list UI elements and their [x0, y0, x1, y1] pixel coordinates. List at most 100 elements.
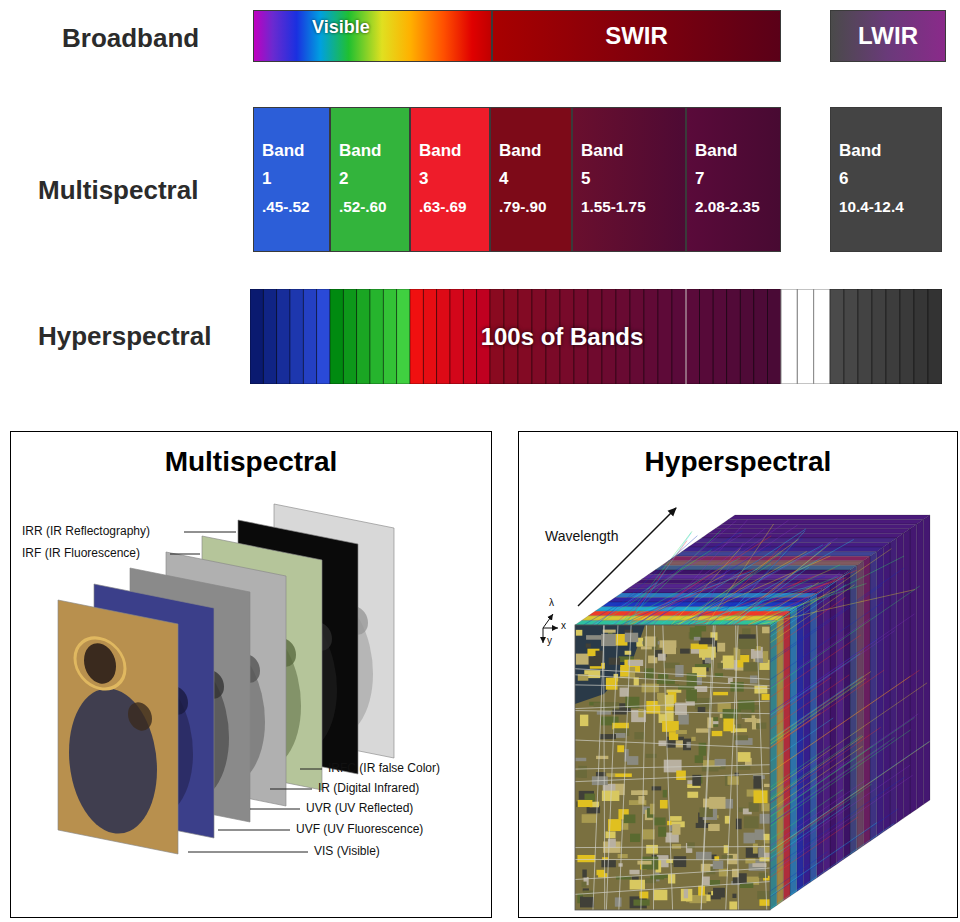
cube-streak: [770, 683, 927, 791]
land-patch: [764, 784, 770, 787]
land-patch: [624, 814, 636, 823]
leader-lines: [170, 532, 322, 852]
spectral-stripe: [263, 289, 276, 384]
land-patch: [713, 721, 718, 724]
cube-side-slice: [850, 565, 857, 855]
cube-side-slice: [837, 575, 844, 865]
land-patch: [638, 791, 648, 795]
cube-side-slice: [770, 620, 777, 910]
spectral-stripe: [290, 289, 303, 384]
cube-streak: [770, 676, 863, 740]
panel-title: Hyperspectral: [519, 446, 957, 478]
land-patch: [723, 709, 738, 719]
land-patch: [658, 674, 668, 679]
land-patch: [686, 689, 697, 701]
land-patch: [712, 717, 718, 727]
band-box: Band 2.52-.60: [330, 107, 410, 252]
land-patch: [580, 715, 588, 726]
cube-streak: [636, 520, 788, 625]
band-range: 10.4-12.4: [839, 193, 941, 221]
land-patch: [625, 633, 638, 642]
spectral-stripe: [754, 289, 768, 384]
land-patch: [615, 773, 632, 777]
band-name: Band 5: [581, 137, 631, 193]
cube-side-slice: [783, 611, 790, 901]
land-patch: [722, 855, 733, 858]
cube-streak: [770, 765, 910, 861]
cube-streak: [770, 777, 905, 870]
cube-streak: [770, 714, 819, 748]
spectrum-bar: SWIR: [492, 10, 781, 62]
spectral-stripe: [303, 289, 316, 384]
road: [593, 625, 604, 910]
figure-head: [84, 640, 116, 686]
land-patch: [586, 643, 591, 647]
layer-label: UVR (UV Reflected): [306, 802, 413, 816]
cube-front: [575, 625, 770, 910]
cube-side-slice: [803, 598, 810, 888]
figure-halo: [75, 633, 125, 693]
land-patch: [618, 854, 628, 858]
spectral-stripe: [700, 289, 714, 384]
land-patch: [695, 626, 706, 631]
land-patch: [759, 873, 768, 878]
land-patch: [744, 816, 759, 828]
land-patch: [630, 834, 640, 842]
layer-label: IRR (IR Reflectography): [22, 525, 150, 539]
wavelength-arrow: [578, 508, 676, 606]
cube-streak: [727, 543, 831, 625]
spectral-stripe: [686, 289, 700, 384]
land-patch: [575, 758, 586, 761]
road: [663, 625, 673, 910]
layer-sheet: [58, 600, 178, 854]
cube-streak: [770, 618, 871, 687]
axis-label: λ: [549, 597, 554, 609]
band-box: Band 3.63-.69: [410, 107, 490, 252]
land-patch: [603, 630, 616, 633]
land-patch: [658, 654, 666, 661]
land-patch: [650, 875, 664, 879]
cube-streak: [770, 681, 860, 743]
cube-streak: [770, 745, 854, 803]
band-box: Band 4.79-.90: [490, 107, 572, 252]
land-patch: [627, 756, 638, 765]
land-patch: [736, 819, 742, 830]
land-patch: [663, 790, 667, 798]
land-patch: [694, 637, 701, 641]
layer-label: IR (Digital Infrared): [318, 782, 419, 796]
leader-line: [250, 809, 300, 810]
band-range: .52-.60: [339, 193, 409, 221]
spectral-stripe: [672, 289, 686, 384]
cube-streak: [770, 597, 845, 649]
axis-arrow: [543, 614, 553, 628]
land-patch: [672, 844, 681, 849]
land-patch: [732, 894, 736, 898]
layer-label: IRF (IR Fluorescence): [22, 547, 140, 561]
road: [606, 625, 618, 910]
land-patch: [582, 814, 597, 823]
cube-streak: [770, 741, 929, 851]
cube-side-slice: [823, 584, 830, 874]
axis-label: x: [561, 620, 566, 632]
land-patch: [723, 719, 734, 732]
land-patch: [758, 847, 764, 857]
land-patch: [660, 800, 668, 809]
cube-streak: [770, 654, 860, 716]
land-patch: [743, 662, 759, 671]
land-patch: [578, 766, 587, 778]
spectral-stripe: [357, 289, 370, 384]
road: [575, 685, 770, 689]
land-patch: [738, 639, 756, 649]
row-label: Multispectral: [38, 176, 198, 206]
land-patch: [709, 797, 725, 809]
cube-streak: [770, 789, 843, 839]
cube-streak: [770, 549, 891, 633]
leader-line: [218, 830, 290, 831]
land-patch: [637, 861, 651, 865]
land-patch: [750, 675, 758, 683]
land-patch: [654, 817, 666, 825]
spectral-stripe: [370, 289, 383, 384]
land-patch: [760, 814, 770, 824]
band-range: 1.55-1.75: [581, 193, 685, 221]
land-patch: [646, 845, 658, 854]
